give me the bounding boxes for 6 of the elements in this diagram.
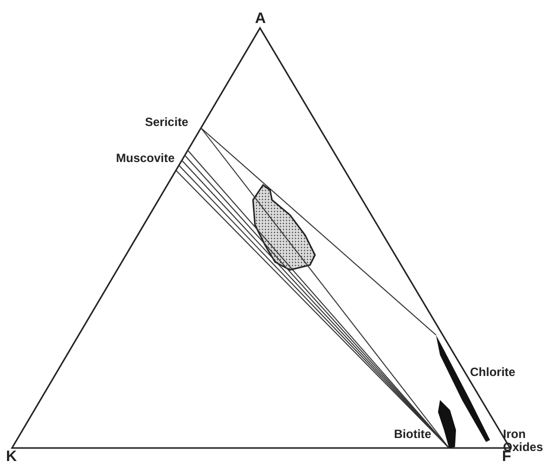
mineral-label: Biotite (394, 428, 432, 441)
mineral-label: Muscovite (116, 152, 175, 165)
vertex-label: K (6, 450, 17, 463)
vertex-label: A (255, 12, 266, 25)
mineral-label: Chlorite (470, 366, 516, 379)
mineral-label: Sericite (145, 116, 188, 129)
